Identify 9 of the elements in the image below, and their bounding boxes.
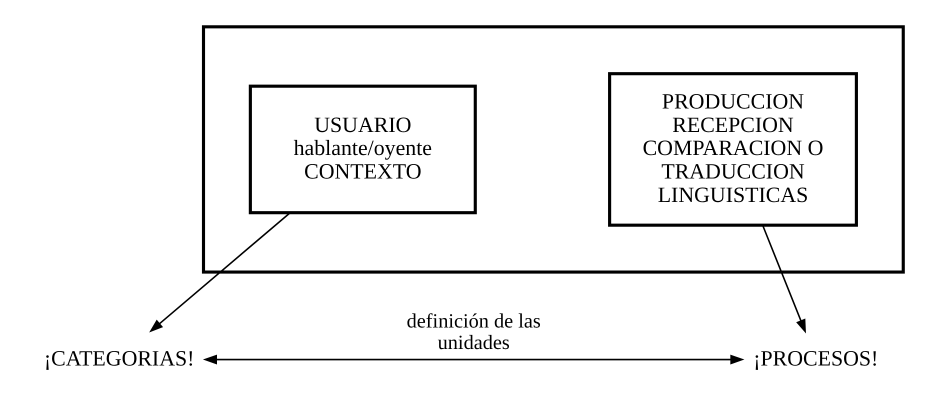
cluster: [202, 25, 905, 274]
node-text: ¡CATEGORIAS!: [44, 346, 194, 370]
edge-label: definición de las unidades: [406, 310, 541, 354]
node-text: ¡PROCESOS!: [753, 346, 878, 370]
arrow: [149, 212, 290, 332]
arrow: [202, 354, 744, 364]
arrow: [762, 225, 806, 334]
node-box: PRODUCCION RECEPCION COMPARACION O TRADUCCION LINGUISTICAS: [608, 72, 858, 227]
node-box: USUARIO hablante/oyente CONTEXTO: [248, 84, 477, 214]
